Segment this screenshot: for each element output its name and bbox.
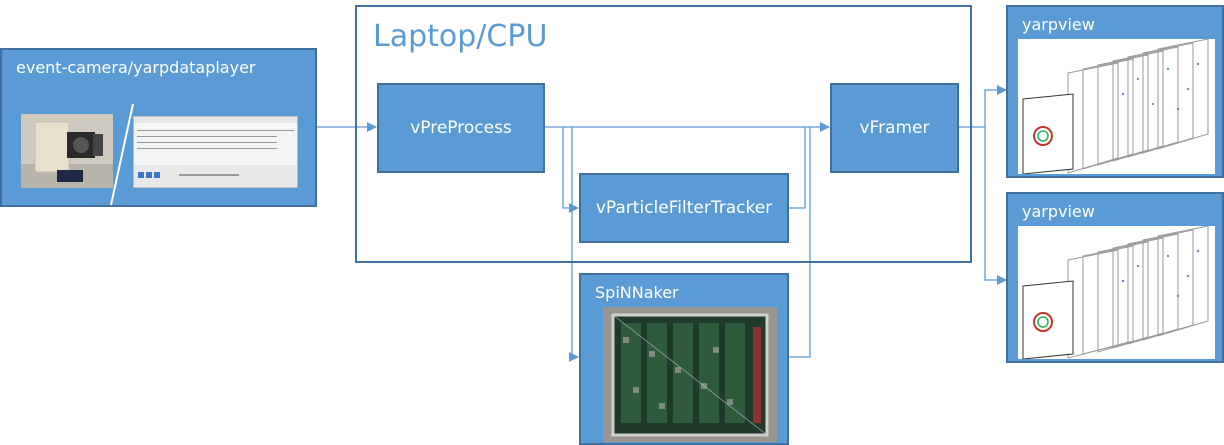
wire-framer-to-yarpview-2 — [984, 127, 1007, 285]
yarpview-2-display — [1018, 226, 1215, 359]
vframer-label: vFramer — [859, 118, 930, 138]
camera-icon — [21, 114, 113, 188]
yarpview-2-label: yarpview — [1022, 202, 1095, 221]
vpreprocess-node[interactable]: vPreProcess — [377, 83, 545, 173]
wire-framer-to-yarpview-1 — [959, 85, 1007, 128]
yarpview-1-label: yarpview — [1022, 15, 1095, 34]
laptop-cpu-container: Laptop/CPU — [355, 5, 972, 263]
wire-preprocess-to-tracker — [562, 127, 579, 213]
wire-preprocess-to-spinnaker — [569, 127, 579, 362]
tracker-node[interactable]: vParticleFilterTracker — [579, 173, 789, 243]
circuit-board-icon — [603, 307, 777, 442]
wire-tracker-to-framer — [789, 127, 806, 209]
yarpdataplayer-screenshot — [133, 116, 298, 188]
yarpview-window-1[interactable]: yarpview — [1006, 5, 1224, 178]
spinnaker-label: SpiNNaker — [595, 283, 679, 302]
vpreprocess-label: vPreProcess — [410, 118, 512, 138]
laptop-cpu-label: Laptop/CPU — [373, 19, 548, 54]
event-frames-graphic — [1022, 226, 1209, 359]
source-event-camera[interactable]: event-camera/yarpdataplayer — [0, 48, 317, 207]
camera-photo — [21, 114, 113, 188]
player-window-icon — [134, 117, 297, 187]
spinnaker-board-photo — [603, 307, 777, 442]
wire-spinnaker-to-framer — [789, 127, 811, 358]
vframer-node[interactable]: vFramer — [830, 83, 959, 173]
source-label: event-camera/yarpdataplayer — [16, 58, 256, 77]
spinnaker-node[interactable]: SpiNNaker — [579, 273, 789, 445]
event-frames-graphic — [1022, 39, 1209, 174]
yarpview-window-2[interactable]: yarpview — [1006, 192, 1224, 363]
divider-slash — [110, 103, 134, 206]
yarpview-1-display — [1018, 39, 1215, 174]
tracker-label: vParticleFilterTracker — [595, 198, 773, 218]
